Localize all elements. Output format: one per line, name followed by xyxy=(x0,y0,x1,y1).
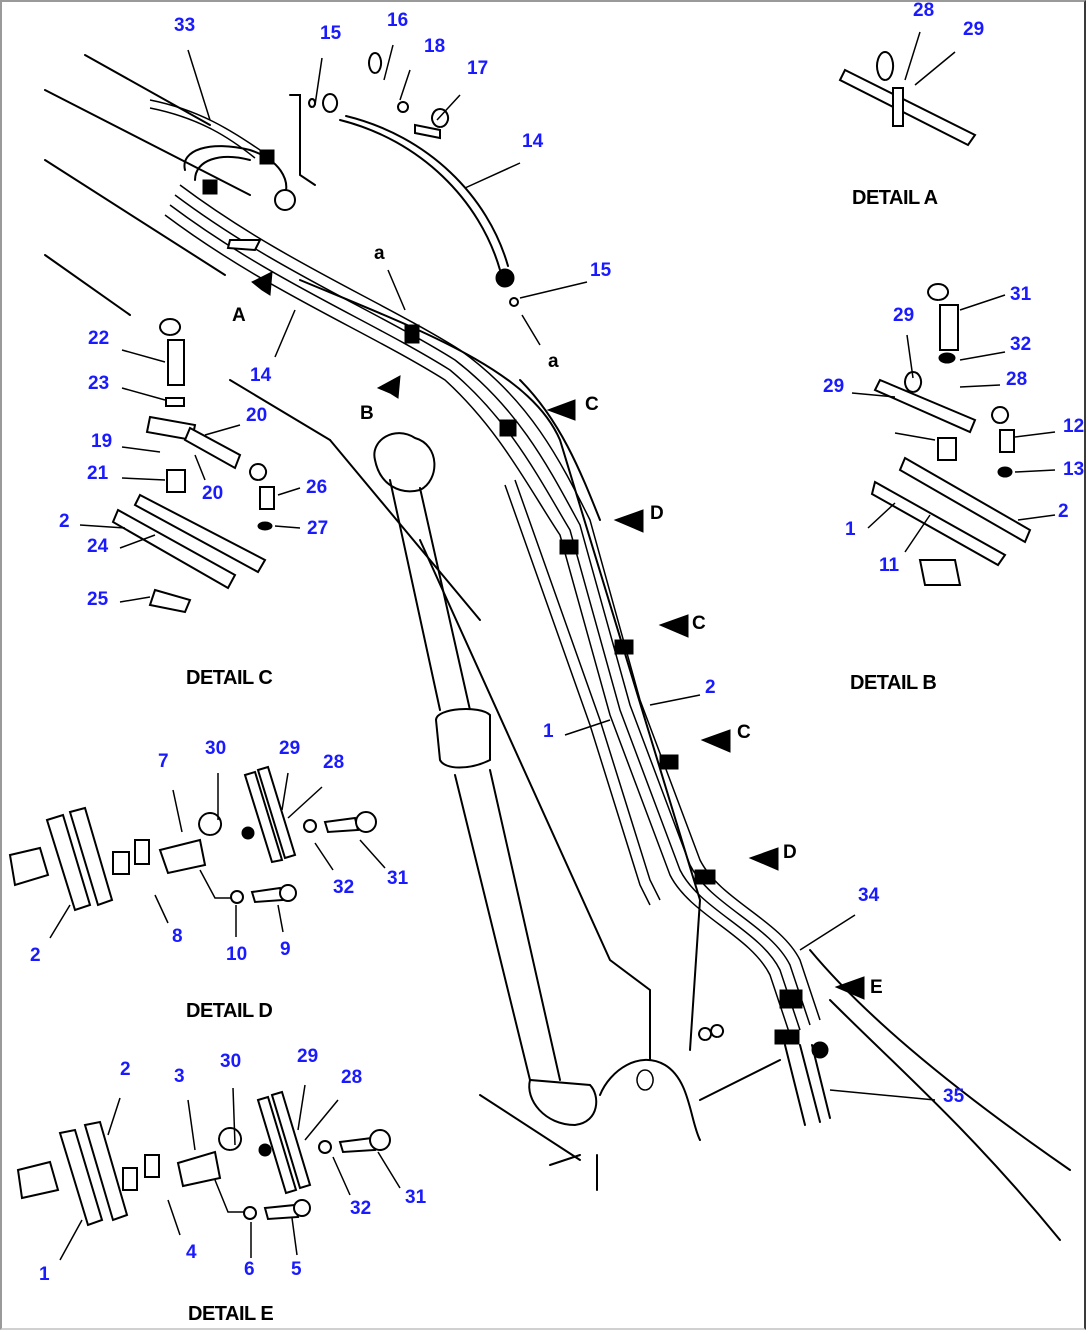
detail-a-title: DETAIL A xyxy=(852,187,938,209)
detail-b-callout-11: 11 xyxy=(879,555,900,576)
view-marker-c: C xyxy=(692,613,706,634)
detail-e-callout-6: 6 xyxy=(244,1259,255,1280)
detail-e-callout-1: 1 xyxy=(39,1264,50,1285)
detail-b-callout-28: 28 xyxy=(1006,369,1028,390)
detail-b-callout-29: 29 xyxy=(893,305,915,326)
detail-e-callout-31: 31 xyxy=(405,1187,427,1208)
callout-33: 33 xyxy=(174,15,196,36)
detail-b-callout-2: 2 xyxy=(1058,501,1069,522)
detail-b-callout-13: 13 xyxy=(1063,459,1085,480)
view-marker-c: C xyxy=(585,394,599,415)
detail-d-callout-30: 30 xyxy=(205,738,227,759)
detail-d-title: DETAIL D xyxy=(186,1000,273,1022)
callout-16: 16 xyxy=(387,10,409,31)
detail-c-drawing xyxy=(79,318,301,614)
hose-bundle xyxy=(149,52,831,1126)
detail-a-callout-29: 29 xyxy=(963,19,985,40)
detail-d-callout-8: 8 xyxy=(172,926,183,947)
detail-c-callout-21: 21 xyxy=(87,463,109,484)
detail-d-callout-7: 7 xyxy=(158,751,169,772)
detail-c-callout-23: 23 xyxy=(88,373,110,394)
view-marker-d: D xyxy=(650,503,664,524)
detail-c-callout-2: 2 xyxy=(59,511,70,532)
detail-c-callout-24: 24 xyxy=(87,536,109,557)
detail-b-callout-12: 12 xyxy=(1063,416,1085,437)
detail-b-drawing xyxy=(851,283,1056,586)
detail-e-callout-29: 29 xyxy=(297,1046,319,1067)
detail-d-callout-2: 2 xyxy=(30,945,41,966)
detail-c-callout-22: 22 xyxy=(88,328,110,349)
detail-d-callout-28: 28 xyxy=(323,752,345,773)
detail-e-drawing xyxy=(16,1084,401,1261)
detail-c-callout-26: 26 xyxy=(306,477,328,498)
view-marker-a: A xyxy=(232,305,246,326)
callout-34: 34 xyxy=(858,885,880,906)
leader-lines-main xyxy=(187,44,936,1101)
detail-a-drawing xyxy=(838,31,977,147)
detail-c-callout-25: 25 xyxy=(87,589,109,610)
callout-14: 14 xyxy=(250,365,272,386)
detail-b-title: DETAIL B xyxy=(850,672,937,694)
detail-c-callout-19: 19 xyxy=(91,431,113,452)
detail-b-callout-29: 29 xyxy=(823,376,845,397)
detail-c-title: DETAIL C xyxy=(186,667,273,689)
callout-1: 1 xyxy=(543,721,554,742)
detail-e-callout-30: 30 xyxy=(220,1051,242,1072)
detail-d-callout-31: 31 xyxy=(387,868,409,889)
detail-e-title: DETAIL E xyxy=(188,1303,274,1325)
callout-2: 2 xyxy=(705,677,716,698)
view-marker-d: D xyxy=(783,842,797,863)
detail-d-callout-32: 32 xyxy=(333,877,355,898)
detail-d-callout-10: 10 xyxy=(226,944,248,965)
callout-17: 17 xyxy=(467,58,489,79)
callout-35: 35 xyxy=(943,1086,965,1107)
detail-d-drawing xyxy=(8,765,386,939)
detail-b-callout-31: 31 xyxy=(1010,284,1032,305)
detail-e-callout-32: 32 xyxy=(350,1198,372,1219)
detail-b-callout-32: 32 xyxy=(1010,334,1032,355)
detail-e-callout-28: 28 xyxy=(341,1067,363,1088)
detail-c-callout-20: 20 xyxy=(202,483,224,504)
detail-c-callout-27: 27 xyxy=(307,518,329,539)
callout-15: 15 xyxy=(590,260,612,281)
callout-15: 15 xyxy=(320,23,342,44)
view-marker-b: B xyxy=(360,403,374,424)
detail-d-callout-9: 9 xyxy=(280,939,291,960)
boom-outline xyxy=(44,54,1071,1241)
detail-d-callout-29: 29 xyxy=(279,738,301,759)
detail-e-callout-4: 4 xyxy=(186,1242,197,1263)
detail-c-callout-20: 20 xyxy=(246,405,268,426)
detail-a-callout-28: 28 xyxy=(913,0,935,21)
section-marker-a: a xyxy=(548,351,559,372)
view-marker-e: E xyxy=(870,977,883,998)
detail-e-callout-2: 2 xyxy=(120,1059,131,1080)
detail-b-callout-1: 1 xyxy=(845,519,856,540)
boom-cylinder xyxy=(373,432,598,1127)
callout-18: 18 xyxy=(424,36,446,57)
detail-e-callout-5: 5 xyxy=(291,1259,302,1280)
detail-e-callout-3: 3 xyxy=(174,1066,185,1087)
view-marker-c: C xyxy=(737,722,751,743)
section-marker-a: a xyxy=(374,243,385,264)
view-arrows xyxy=(251,271,865,1000)
callout-14: 14 xyxy=(522,131,544,152)
